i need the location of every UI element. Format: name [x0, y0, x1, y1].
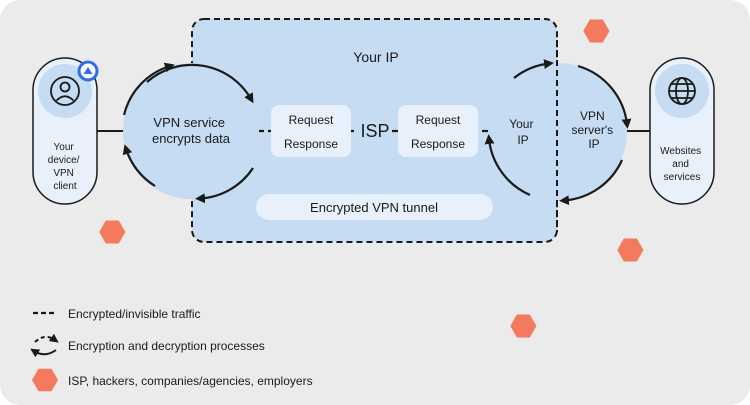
vpn-service-label: VPN service encrypts data [152, 115, 231, 146]
your-ip-label: Your IP [353, 49, 398, 65]
legend-encrypted-label: Encrypted/invisible traffic [68, 307, 201, 321]
left-response-label: Response [284, 137, 338, 151]
vpn-logo-icon [77, 60, 99, 82]
encrypted-tunnel-pill [256, 194, 493, 220]
vpn-service-circle [123, 63, 259, 199]
threat-hexagon-icon [583, 19, 610, 43]
server-ip-label: VPN server's IP [572, 109, 617, 151]
device-label: Your device/ VPN client [48, 142, 82, 192]
right-response-label: Response [411, 137, 465, 151]
threat-hexagon-icon [99, 220, 126, 244]
vpn-encryption-cycle [122, 62, 254, 204]
legend-cycle-arrows-icon [30, 333, 59, 358]
user-icon [50, 76, 80, 106]
right-request-label: Request [416, 113, 461, 127]
left-request-label: Request [289, 113, 334, 127]
threat-hexagon-icon [617, 238, 644, 262]
legend: Encrypted/invisible traffic Encryption a… [30, 307, 313, 392]
legend-threats-label: ISP, hackers, companies/agencies, employ… [68, 374, 313, 388]
websites-label: Websites and services [660, 146, 704, 183]
legend-processes-label: Encryption and decryption processes [68, 339, 265, 353]
encrypted-tunnel-label: Encrypted VPN tunnel [310, 200, 438, 215]
isp-label: ISP [360, 121, 389, 141]
left-traffic-box [271, 105, 351, 157]
legend-threat-hexagon-icon [32, 368, 58, 392]
server-decryption-cycle [484, 59, 632, 206]
globe-icon [668, 77, 696, 105]
server-your-ip-label: Your IP [509, 117, 537, 147]
right-traffic-box [398, 105, 478, 157]
vpn-tunnel-region [191, 18, 558, 243]
threat-hexagon-icon [510, 314, 537, 338]
